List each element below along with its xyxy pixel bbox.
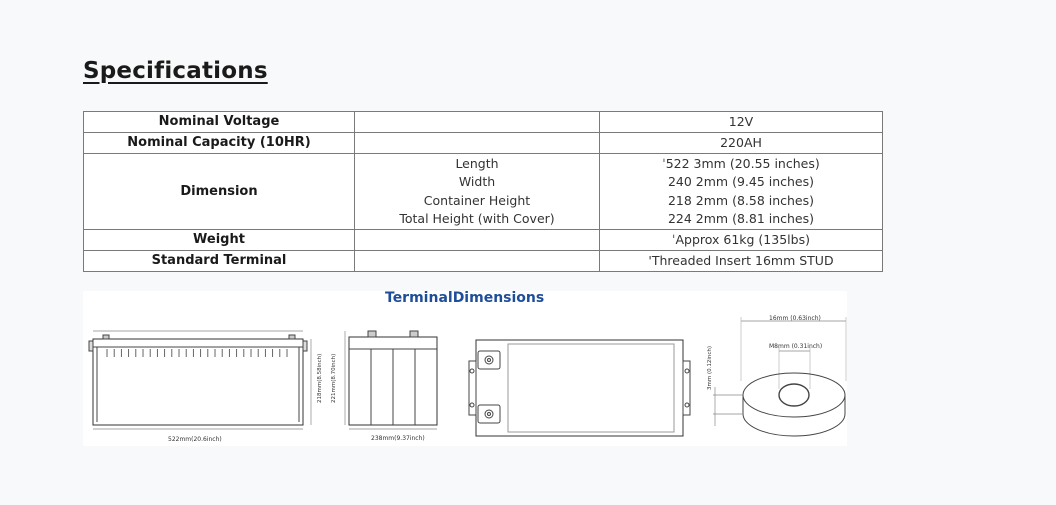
outer-diameter-label: 16mm (0.63inch): [769, 315, 821, 322]
table-row: Standard Terminal 'Threaded Insert 16mm …: [83, 250, 883, 272]
dimension-name: Length: [455, 155, 499, 171]
weight-label: Weight: [83, 229, 355, 251]
total-height-label: 221mm(8.70inch): [331, 354, 337, 403]
table-row: Dimension Length Width Container Height …: [83, 153, 883, 230]
dimension-value: ˈ522 3mm (20.55 inches): [662, 155, 820, 171]
dimension-name: Width: [458, 174, 496, 189]
terminal-dimensions-figure: TerminalDimensions: [83, 290, 847, 446]
terminal-label: Standard Terminal: [83, 250, 355, 272]
thread-label: M8mm (0.31inch): [769, 343, 822, 350]
weight-middle: [354, 229, 600, 251]
dimension-label: Dimension: [83, 153, 355, 230]
terminal-value: 'Threaded Insert 16mm STUD: [599, 250, 883, 272]
dimension-names: Length Width Container Height Total Heig…: [354, 153, 600, 230]
battery-top-view: [468, 339, 691, 437]
page-title: Specifications: [83, 58, 268, 84]
battery-side-view: [344, 330, 438, 430]
table-row: Nominal Capacity (10HR) 220AH: [83, 132, 883, 154]
dimension-name: Total Height (with Cover): [399, 211, 555, 226]
table-row: Nominal Voltage 12V: [83, 111, 883, 133]
weight-value: ˈApprox 61kg (135lbs): [599, 229, 883, 251]
battery-drawing: 522mm(20.6inch) 218mm(8.58inch) 221mm(8.…: [88, 315, 847, 443]
dimension-value: 240 2mm (9.45 inches): [667, 174, 815, 189]
dimension-values: ˈ522 3mm (20.55 inches) 240 2mm (9.45 in…: [599, 153, 883, 230]
capacity-middle: [354, 132, 600, 154]
capacity-label: Nominal Capacity (10HR): [83, 132, 355, 154]
height-label: 218mm(8.58inch): [317, 354, 323, 403]
terminal-detail: [713, 317, 847, 437]
terminal-height-label: 3mm (0.12inch): [707, 346, 713, 390]
voltage-label: Nominal Voltage: [83, 111, 355, 133]
terminal-middle: [354, 250, 600, 272]
voltage-value: 12V: [599, 111, 883, 133]
width-label: 238mm(9.37inch): [371, 435, 425, 442]
voltage-middle: [354, 111, 600, 133]
figure-title: TerminalDimensions: [385, 290, 545, 306]
dimension-value: 218 2mm (8.58 inches): [667, 192, 815, 208]
dimension-value: 224 2mm (8.81 inches): [667, 211, 815, 226]
specifications-table: Nominal Voltage 12V Nominal Capacity (10…: [83, 111, 883, 272]
table-row: Weight ˈApprox 61kg (135lbs): [83, 229, 883, 251]
capacity-value: 220AH: [599, 132, 883, 154]
length-label: 522mm(20.6inch): [168, 436, 222, 443]
dimension-name: Container Height: [423, 192, 531, 208]
battery-front-view: [88, 330, 312, 430]
